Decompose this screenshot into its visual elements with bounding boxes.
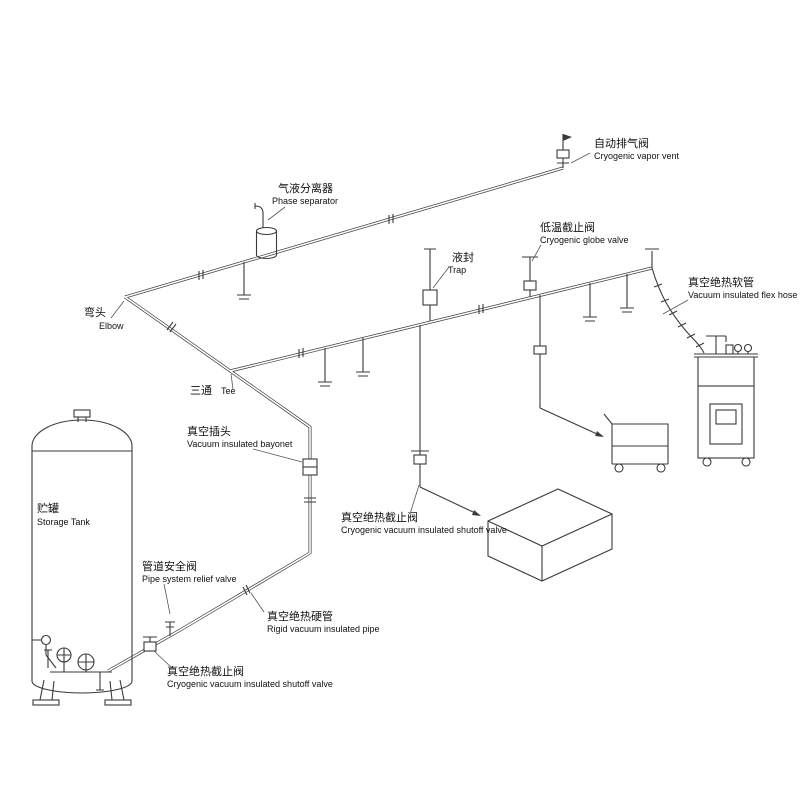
- phase-separator: [254, 203, 278, 260]
- label-flex-hose-zh: 真空绝热软管: [688, 275, 754, 289]
- pipe-flanges: [166, 214, 484, 596]
- leader-lines: [110, 152, 689, 669]
- label-relief-valve-en: Pipe system relief valve: [142, 574, 237, 584]
- label-vapor-vent-en: Cryogenic vapor vent: [594, 151, 680, 161]
- header-end-valve: [645, 248, 659, 268]
- dewar-unit: [694, 335, 758, 467]
- handwheel-icon: [40, 634, 52, 646]
- wheel-icon: [614, 463, 624, 473]
- flow-arrow-icon: [472, 510, 481, 516]
- flow-arrow-icon: [595, 431, 604, 437]
- label-tee-zh: 三通: [190, 384, 212, 397]
- label-globe-valve-zh: 低温截止阀: [540, 220, 595, 234]
- label-bayonet-zh: 真空插头: [187, 424, 231, 438]
- relief-valve: [165, 621, 175, 636]
- label-flex-hose-en: Vacuum insulated flex hose: [688, 290, 797, 300]
- label-phase-separator-zh: 气液分离器: [278, 181, 333, 195]
- gauge-icon: [733, 343, 743, 353]
- wheel-icon: [656, 463, 666, 473]
- drop-to-cart: [533, 295, 604, 437]
- shutoff-valve-bottom: [143, 636, 157, 652]
- shutoff-valve-mid: [411, 325, 481, 516]
- label-relief-valve-zh: 管道安全阀: [142, 559, 197, 573]
- tank-legs: [39, 679, 125, 701]
- label-bayonet-en: Vacuum insulated bayonet: [187, 439, 293, 449]
- label-storage-tank-zh: 贮罐: [37, 502, 59, 515]
- main-pipes: [107, 166, 653, 673]
- label-rigid-pipe-zh: 真空绝热硬管: [267, 609, 333, 623]
- wheel-icon: [741, 457, 751, 467]
- flex-hose: [651, 267, 705, 354]
- label-rigid-pipe-en: Rigid vacuum insulated pipe: [267, 624, 380, 634]
- tank-top-nozzle: [73, 409, 91, 418]
- crate-box: [487, 488, 613, 582]
- trap: [422, 248, 438, 321]
- bayonet-coupling: [302, 458, 318, 476]
- cart: [603, 413, 669, 473]
- storage-tank: [31, 409, 133, 706]
- labels: 自动排气阀 Cryogenic vapor vent 气液分离器 Phase s…: [37, 136, 797, 689]
- vent-flag-icon: [563, 134, 572, 141]
- label-tee-en: Tee: [221, 386, 236, 396]
- vapor-vent: [556, 134, 572, 168]
- label-elbow-zh: 弯头: [84, 305, 106, 319]
- label-globe-valve-en: Cryogenic globe valve: [540, 235, 629, 245]
- label-shutoff-valve-mid-en: Cryogenic vacuum insulated shutoff valve: [341, 525, 507, 535]
- label-vapor-vent-zh: 自动排气阀: [594, 136, 649, 150]
- label-trap-en: Trap: [448, 265, 466, 275]
- globe-valve: [522, 256, 538, 297]
- label-shutoff-valve-bottom-en: Cryogenic vacuum insulated shutoff valve: [167, 679, 333, 689]
- pipe-supports: [237, 262, 634, 387]
- label-phase-separator-en: Phase separator: [272, 196, 338, 206]
- gauge-icon: [743, 343, 753, 353]
- label-shutoff-valve-bottom-zh: 真空绝热截止阀: [167, 664, 244, 678]
- label-trap-zh: 液封: [452, 250, 474, 264]
- label-storage-tank-en: Storage Tank: [37, 517, 90, 527]
- tank-plumbing: [32, 634, 112, 691]
- label-shutoff-valve-mid-zh: 真空绝热截止阀: [341, 510, 418, 524]
- label-elbow-en: Elbow: [99, 321, 124, 331]
- wheel-icon: [702, 457, 712, 467]
